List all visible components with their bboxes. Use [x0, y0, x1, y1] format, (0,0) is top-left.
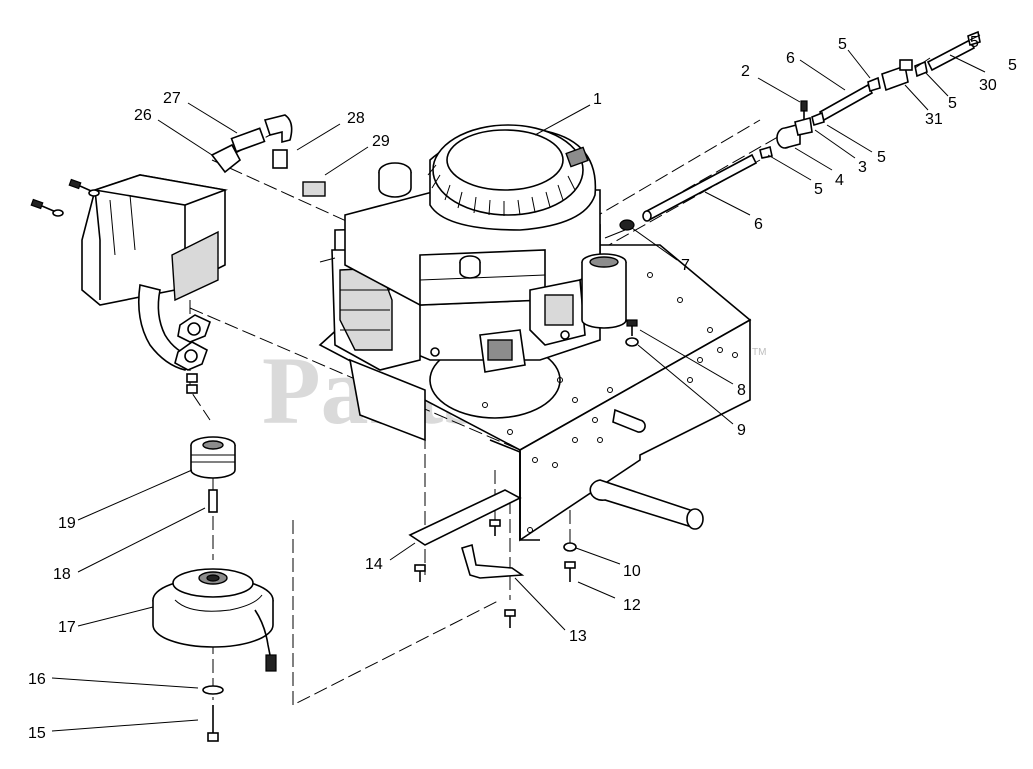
- callout-5-clamp-top: 5: [970, 34, 979, 51]
- mounting-hardware: [408, 319, 639, 628]
- callout-5-clamp-upper: 5: [838, 36, 847, 53]
- callout-15: 15: [28, 725, 46, 742]
- elbow-26: [210, 143, 242, 174]
- watermark-trademark: TM: [752, 347, 766, 358]
- callout-5-clamp-end: 5: [1008, 57, 1017, 74]
- callout-7: 7: [681, 257, 690, 274]
- callout-27: 27: [163, 90, 181, 107]
- callout-4: 4: [835, 172, 844, 189]
- callout-17: 17: [58, 619, 76, 636]
- gasket-29: [302, 181, 326, 197]
- callout-8: 8: [737, 382, 746, 399]
- callout-12: 12: [623, 597, 641, 614]
- callout-3: 3: [858, 159, 867, 176]
- callout-31: 31: [925, 111, 943, 128]
- axle-tube: [589, 479, 701, 529]
- callout-6-upper-hose: 6: [786, 50, 795, 67]
- nipple-27: [230, 127, 266, 153]
- callout-5-clamp-valve: 5: [948, 95, 957, 112]
- callout-9: 9: [737, 422, 746, 439]
- callout-5-clamp-lower: 5: [814, 181, 823, 198]
- callout-18: 18: [53, 566, 71, 583]
- muffler-assembly: [30, 174, 229, 394]
- callout-10: 10: [623, 563, 641, 580]
- callout-13: 13: [569, 628, 587, 645]
- engine-assembly: [319, 124, 627, 373]
- callout-6-lower-hose: 6: [754, 216, 763, 233]
- callout-26: 26: [134, 107, 152, 124]
- callout-5-clamp-tee: 5: [877, 149, 886, 166]
- callout-30: 30: [979, 77, 997, 94]
- callout-28: 28: [347, 110, 365, 127]
- callout-29: 29: [372, 133, 390, 150]
- pto-clutch-stack: [152, 436, 277, 742]
- callout-labels: 1 2 3 4 5 5 5 5 5 5 6 6 7 8 9 10 12 13 1…: [28, 34, 1017, 742]
- callout-leaders: [51, 34, 986, 732]
- callout-14: 14: [365, 556, 383, 573]
- callout-2: 2: [741, 63, 750, 80]
- callout-19: 19: [58, 515, 76, 532]
- fuel-line-assembly: [619, 30, 981, 231]
- callout-1: 1: [593, 91, 602, 108]
- exhaust-fittings: [210, 114, 326, 197]
- callout-16: 16: [28, 671, 46, 688]
